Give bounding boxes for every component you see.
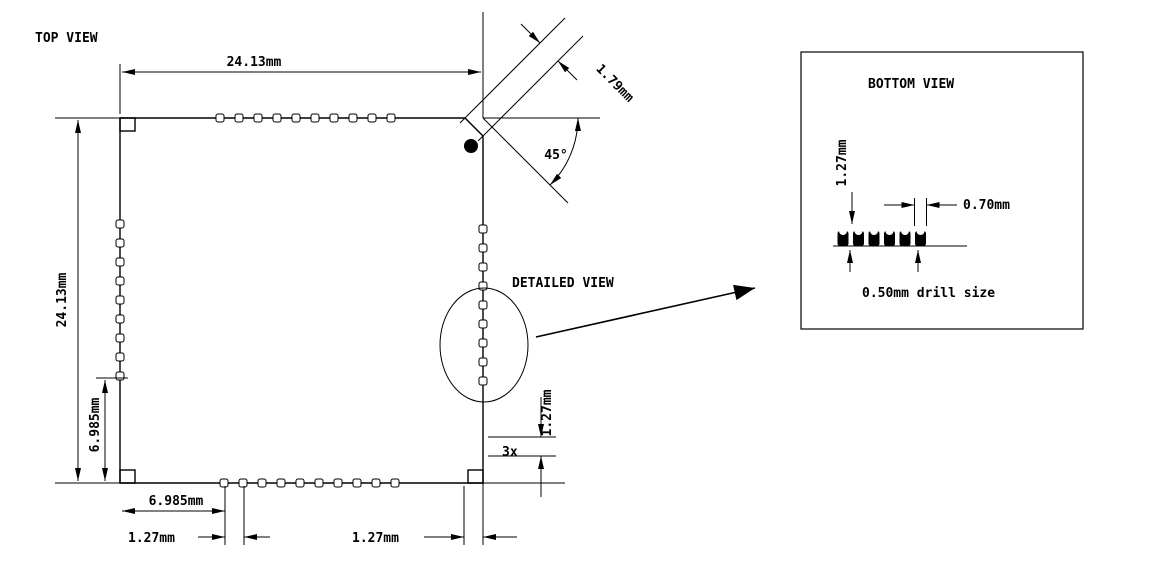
castellation-pad bbox=[478, 357, 488, 367]
castellation-pad bbox=[352, 478, 362, 488]
dim-label-chamfer: 1.79mm bbox=[593, 62, 637, 106]
castellation-pad bbox=[272, 113, 282, 123]
corner-step-top-left bbox=[119, 117, 136, 132]
castellation-pad bbox=[478, 338, 488, 348]
drill-half-hole bbox=[854, 227, 863, 235]
bottom-view-label: BOTTOM VIEW bbox=[868, 77, 954, 92]
castellations-right-edge bbox=[478, 224, 488, 386]
angle-45-diagonal bbox=[482, 117, 569, 204]
dim-label-angle: 45° bbox=[544, 148, 567, 163]
dim-label-left-inset: 6.985mm bbox=[88, 397, 103, 452]
castellation-pad bbox=[234, 113, 244, 123]
dim-label-pitch-bottom-left: 1.27mm bbox=[128, 531, 175, 546]
dim-arrow-chamfer-lower bbox=[557, 60, 578, 81]
drill-half-hole bbox=[870, 227, 878, 235]
dim-label-detail-pitch: 1.27mm bbox=[835, 139, 850, 186]
castellation-pad bbox=[329, 113, 339, 123]
corner-step-bottom-right bbox=[467, 469, 484, 484]
detailed-view-label: DETAILED VIEW bbox=[512, 276, 614, 291]
dim-label-pad-width: 0.70mm bbox=[963, 198, 1010, 213]
castellation-pad bbox=[115, 314, 125, 324]
castellation-pad bbox=[371, 478, 381, 488]
dim-arrow-chamfer-upper bbox=[520, 23, 541, 44]
castellation-pad bbox=[276, 478, 286, 488]
bottom-pad bbox=[884, 231, 895, 246]
castellation-pad bbox=[478, 224, 488, 234]
count-label: 3x bbox=[502, 445, 518, 460]
castellation-pad bbox=[348, 113, 358, 123]
corner-step-bottom-left bbox=[119, 469, 136, 484]
package-chamfer-edge bbox=[464, 117, 484, 137]
castellation-pad bbox=[115, 276, 125, 286]
dim-label-pitch-right: 1.27mm bbox=[540, 389, 555, 436]
detail-callout-ellipse bbox=[439, 287, 529, 403]
package-outline bbox=[119, 117, 484, 484]
castellation-pad bbox=[115, 295, 125, 305]
castellation-pad bbox=[257, 478, 267, 488]
castellations-top-edge bbox=[215, 113, 396, 123]
castellation-pad bbox=[367, 113, 377, 123]
bottom-pad bbox=[868, 231, 880, 246]
castellation-pad bbox=[478, 300, 488, 310]
castellation-pad bbox=[115, 333, 125, 343]
castellation-pad bbox=[215, 113, 225, 123]
pin1-marker-dot bbox=[464, 139, 478, 153]
bottom-pad bbox=[837, 231, 849, 246]
bottom-view-pads bbox=[837, 227, 926, 246]
castellation-pad bbox=[390, 478, 400, 488]
castellation-pad bbox=[478, 319, 488, 329]
dim-label-pitch-bottom-right: 1.27mm bbox=[352, 531, 399, 546]
castellation-pad bbox=[115, 371, 125, 381]
drill-half-hole bbox=[916, 227, 925, 235]
castellation-pad bbox=[115, 238, 125, 248]
chamfer-extension-line-1 bbox=[459, 17, 566, 124]
angle-45-arc bbox=[549, 117, 581, 186]
castellation-pad bbox=[333, 478, 343, 488]
chamfer-extension-line-2 bbox=[477, 35, 584, 142]
bottom-pad bbox=[915, 231, 926, 246]
castellation-pad bbox=[115, 257, 125, 267]
drill-half-hole bbox=[885, 227, 894, 235]
castellation-pad bbox=[478, 281, 488, 291]
bottom-view-box bbox=[800, 51, 1084, 330]
dim-label-top-width: 24.13mm bbox=[227, 55, 282, 70]
castellation-pad bbox=[115, 219, 125, 229]
top-view-label: TOP VIEW bbox=[35, 31, 98, 46]
castellation-pad bbox=[291, 113, 301, 123]
castellation-pad bbox=[478, 262, 488, 272]
dimension-lines bbox=[75, 23, 581, 540]
drill-size-note: 0.50mm drill size bbox=[862, 286, 995, 301]
castellation-pad bbox=[478, 243, 488, 253]
castellation-pad bbox=[295, 478, 305, 488]
castellations-left-edge bbox=[115, 219, 125, 381]
extension-lines bbox=[55, 12, 600, 545]
castellation-pad bbox=[314, 478, 324, 488]
bottom-view-drawing bbox=[833, 192, 967, 272]
dim-label-left-height: 24.13mm bbox=[55, 272, 70, 327]
castellation-pad bbox=[478, 376, 488, 386]
dim-label-bottom-inset: 6.985mm bbox=[149, 494, 204, 509]
castellation-pad bbox=[386, 113, 396, 123]
castellation-pad bbox=[310, 113, 320, 123]
bottom-pad bbox=[899, 231, 911, 246]
castellation-pad bbox=[115, 352, 125, 362]
bottom-pad bbox=[853, 231, 864, 246]
drill-half-hole bbox=[901, 227, 909, 235]
drill-half-hole bbox=[839, 227, 847, 235]
castellation-pad bbox=[238, 478, 248, 488]
castellation-pad bbox=[253, 113, 263, 123]
castellation-pad bbox=[219, 478, 229, 488]
castellations-bottom-edge bbox=[219, 478, 400, 488]
detail-leader-arrow bbox=[535, 284, 756, 338]
